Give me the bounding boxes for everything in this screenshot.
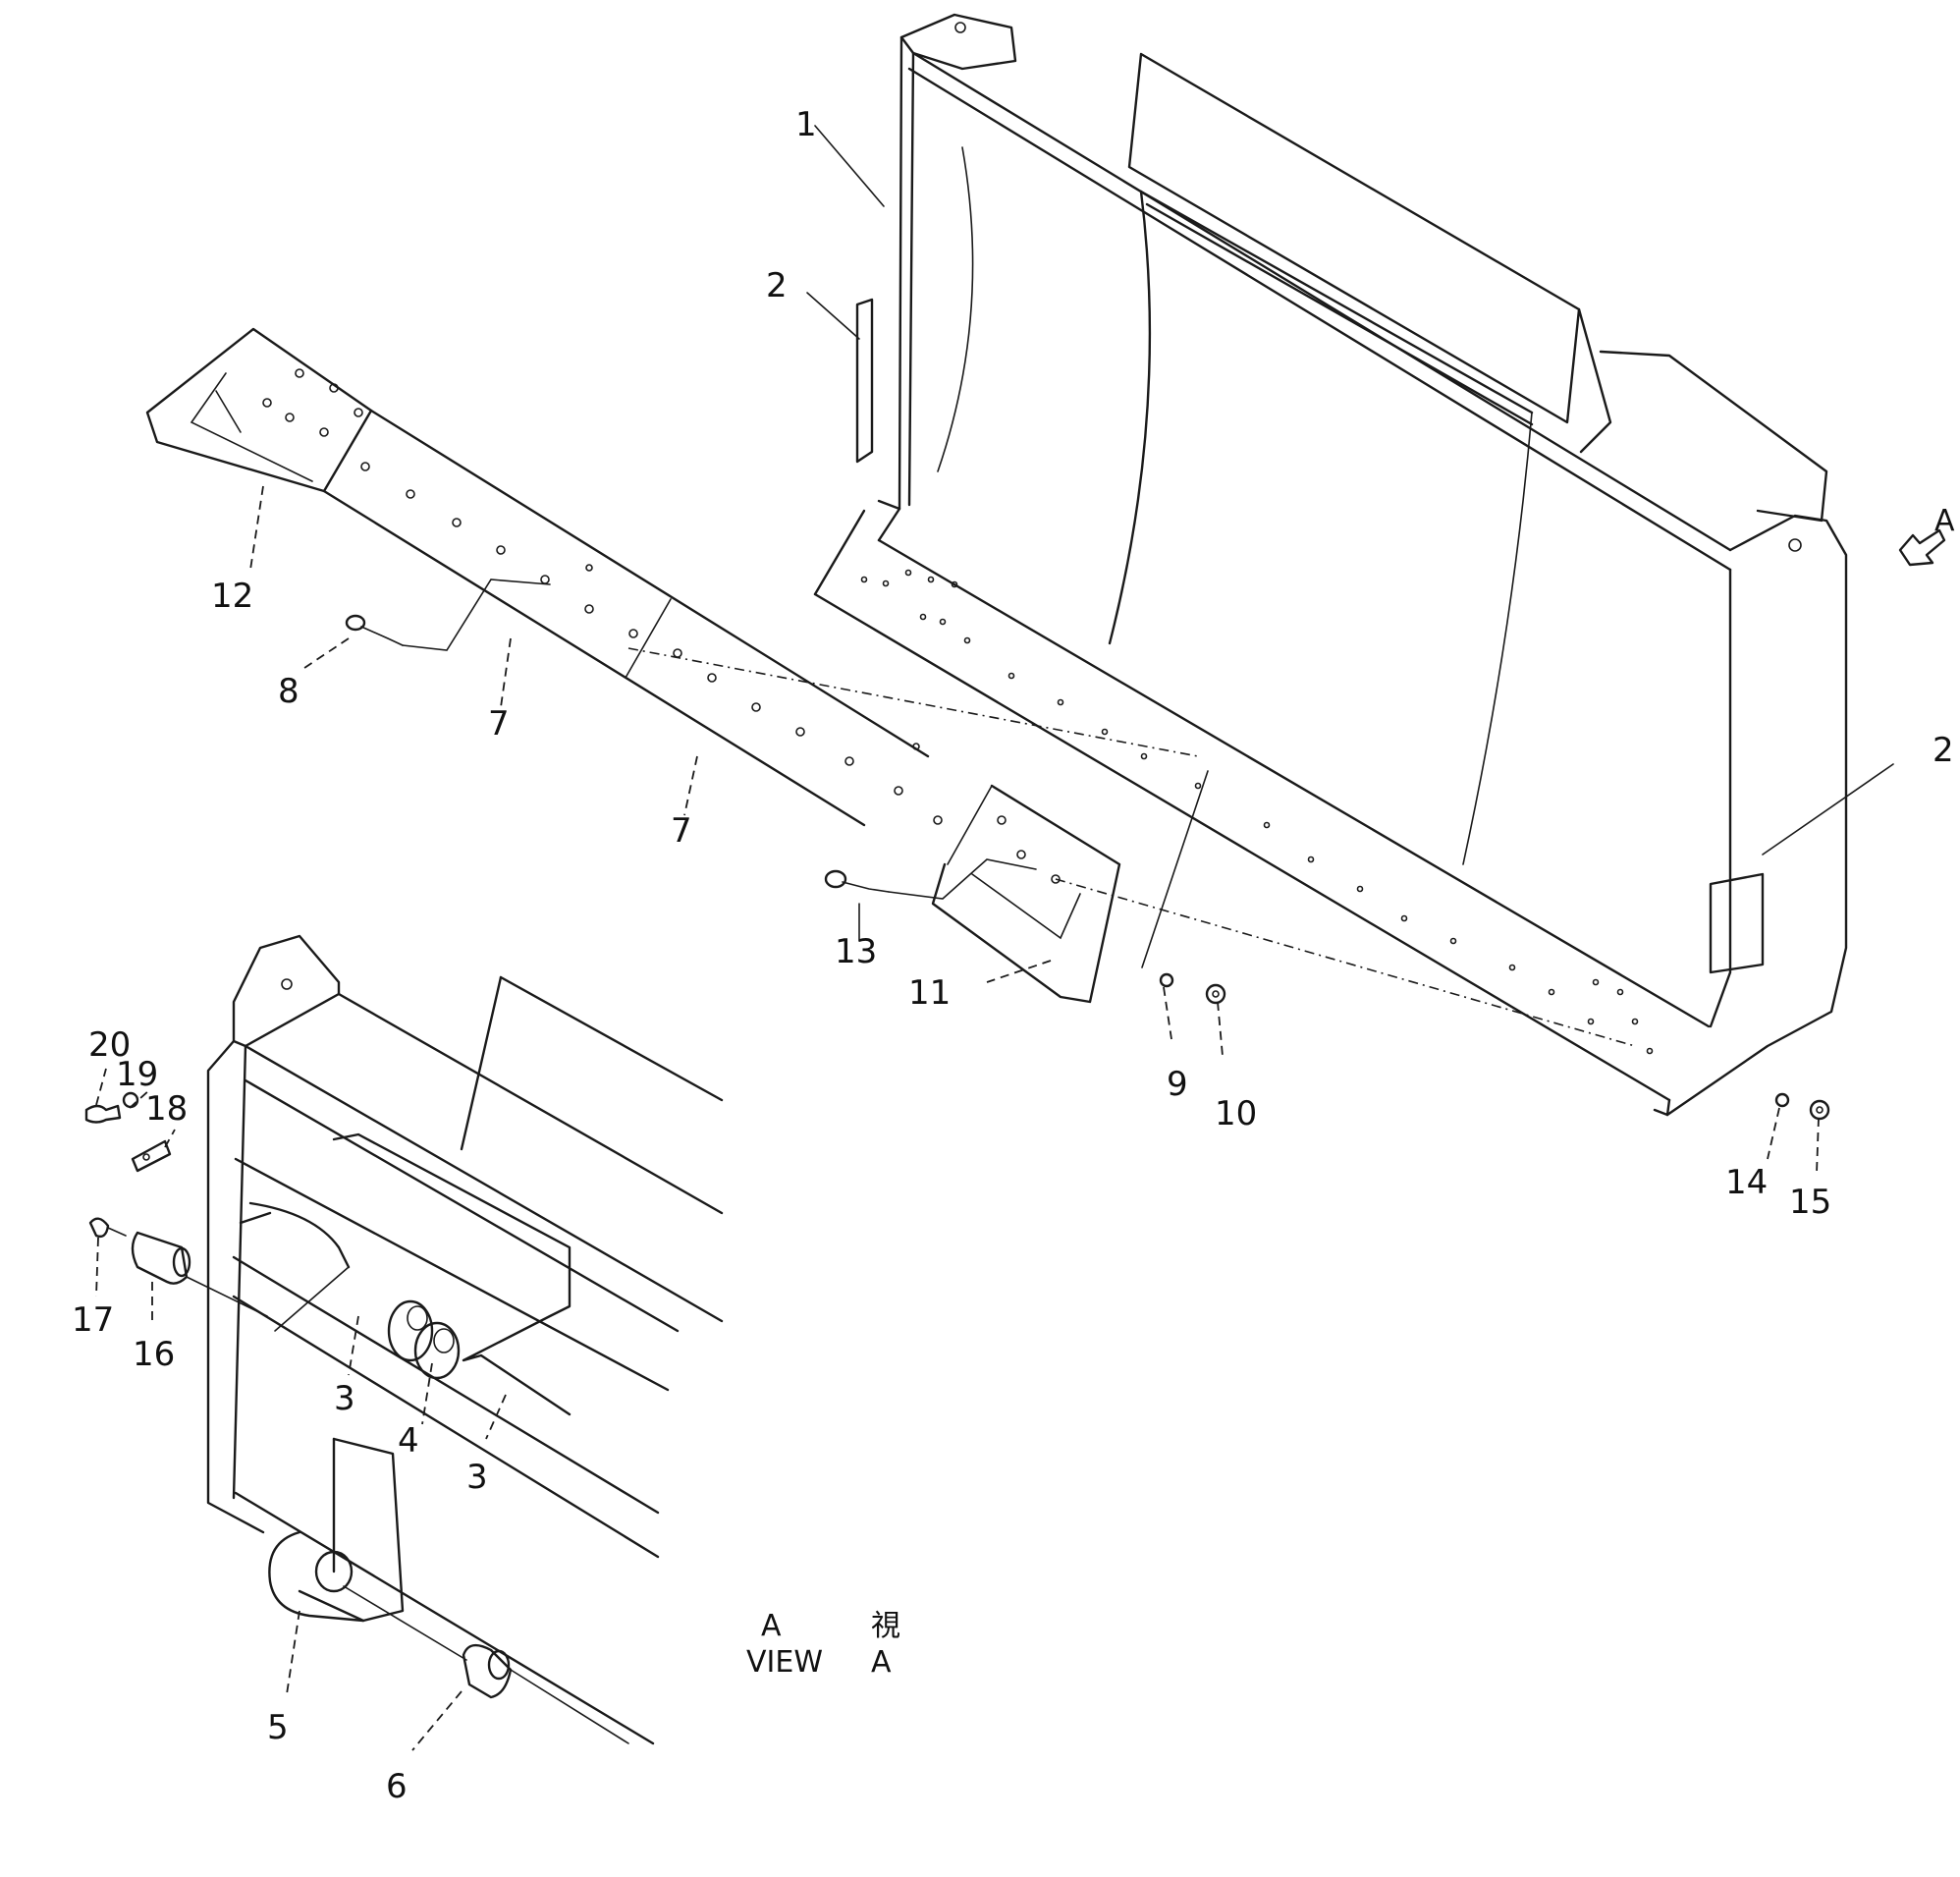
view-a-detail: [84, 934, 724, 1745]
leader-lines: [95, 125, 1894, 1751]
view-a-arrow: [1898, 528, 1946, 567]
view-a-caption: A 視 VIEW A: [746, 1609, 900, 1680]
callout-7: 7: [671, 811, 692, 851]
edge-bolt-holes: [262, 368, 1061, 884]
callout-19: 19: [116, 1055, 158, 1094]
view-caption-letter-2: A: [871, 1645, 892, 1680]
callout-5: 5: [267, 1708, 289, 1747]
callout-1: 1: [795, 105, 817, 144]
callout-9: 9: [1167, 1065, 1188, 1104]
callout-12: 12: [211, 577, 253, 616]
callout-2: 2: [1933, 731, 1954, 770]
callout-11: 11: [908, 973, 951, 1013]
callout-labels: 1 2 2 3 3 4 5 6 7 7 8 9 10 11 12 13 14 1…: [72, 105, 1954, 1806]
callout-10: 10: [1215, 1094, 1257, 1133]
view-caption-kanji: 視: [871, 1609, 900, 1643]
blade-assembly: [813, 13, 1848, 1117]
callout-15: 15: [1789, 1183, 1831, 1222]
callout-14: 14: [1725, 1163, 1768, 1202]
fasteners: [345, 579, 1830, 1121]
view-arrow-label: A: [1934, 504, 1955, 538]
view-caption-word: VIEW: [746, 1645, 823, 1680]
callout-3: 3: [466, 1458, 488, 1497]
callout-6: 6: [386, 1767, 408, 1806]
view-caption-letter: A: [761, 1609, 782, 1643]
blade-bolt-holes: [860, 569, 1654, 1055]
callout-18: 18: [145, 1089, 188, 1129]
callout-8: 8: [278, 672, 299, 711]
callout-20: 20: [88, 1025, 131, 1065]
callout-2: 2: [766, 266, 788, 305]
callout-13: 13: [835, 932, 877, 971]
cutting-edge-assembly: [145, 327, 1636, 1047]
callout-7: 7: [488, 704, 510, 744]
callout-16: 16: [133, 1335, 175, 1374]
callout-17: 17: [72, 1300, 114, 1340]
callout-3: 3: [334, 1379, 355, 1418]
callout-4: 4: [398, 1421, 419, 1461]
